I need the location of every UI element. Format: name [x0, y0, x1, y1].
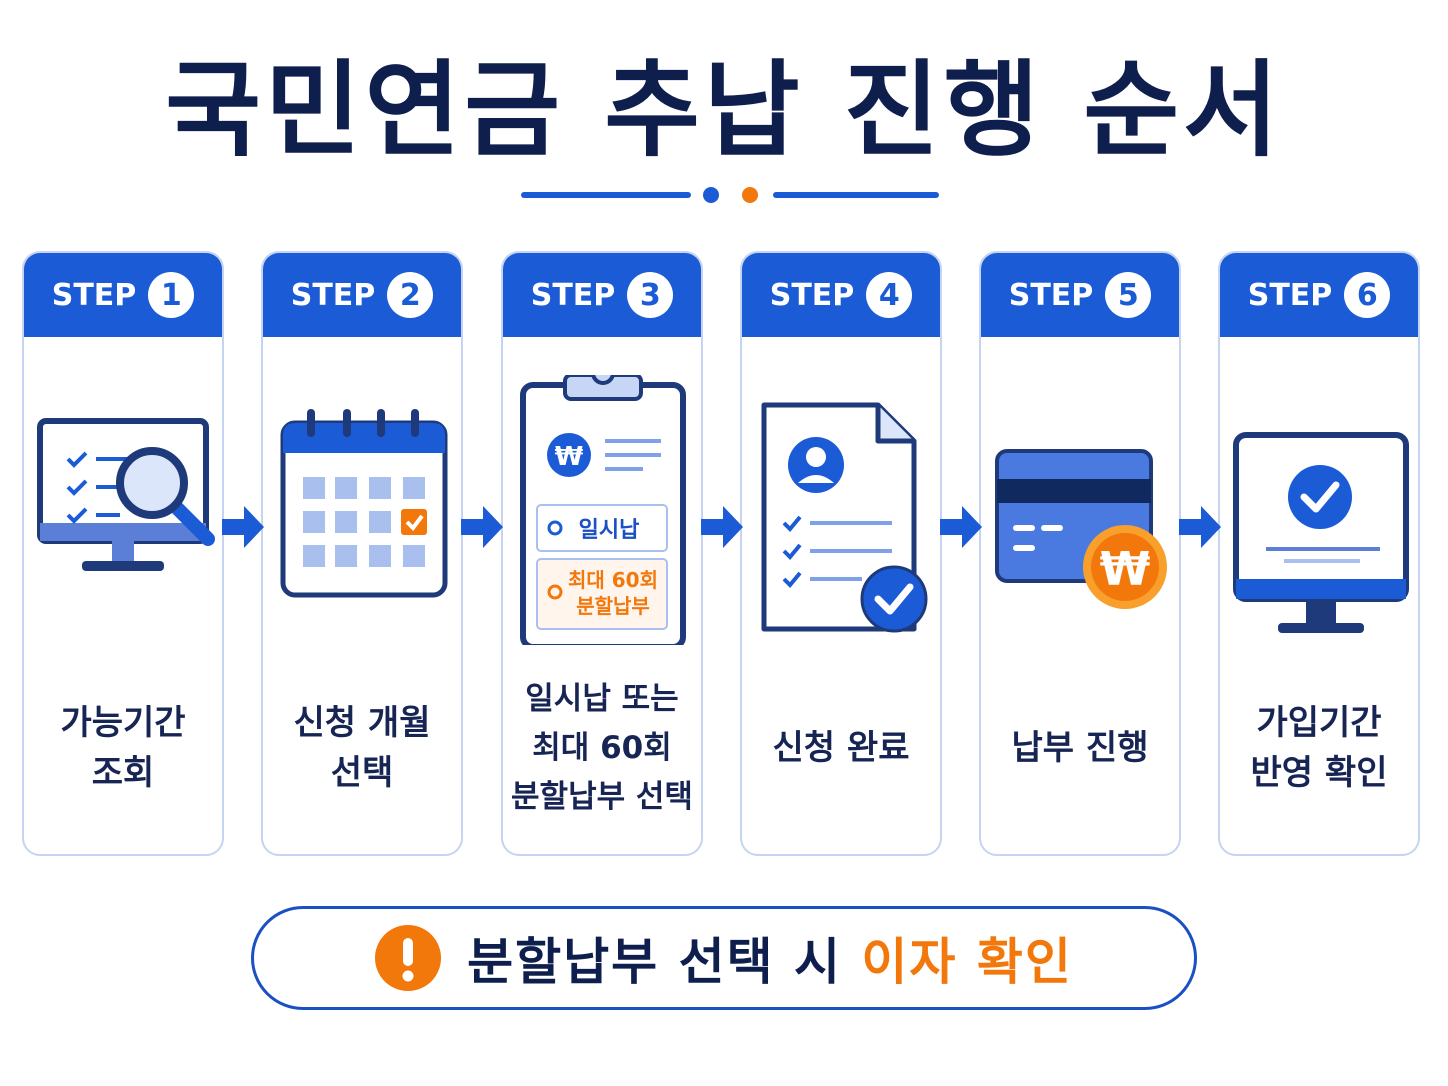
step-header: STEP 2: [263, 253, 461, 337]
step-number: 6: [1344, 272, 1391, 318]
step-number: 4: [866, 272, 913, 318]
step-header: STEP 4: [742, 253, 940, 337]
monitor-check-icon: [1233, 432, 1409, 633]
arrow-right-icon: [222, 506, 264, 548]
step-card-6: STEP 6 가입기간 반영 확인: [1218, 251, 1420, 856]
step-word: STEP: [51, 277, 137, 313]
step-header: STEP 3: [503, 253, 701, 337]
step-word: STEP: [1247, 277, 1333, 313]
monitor-search-icon: [37, 418, 215, 571]
step-number: 3: [627, 272, 674, 318]
notice-text-main: 분할납부 선택 시: [467, 933, 862, 991]
arrow-right-icon: [940, 506, 982, 548]
calendar-check-icon: [280, 409, 448, 598]
step-word: STEP: [769, 277, 855, 313]
notice-text: 분할납부 선택 시 이자 확인: [467, 922, 1073, 994]
step-card-3: STEP 3 ₩ 일시납 최대 60회 분할납부 일시납 또는 최대 60회 분…: [501, 251, 703, 856]
step-label: 신청 개월 선택: [293, 703, 431, 793]
step-card-2: STEP 2 신청 개월 선택: [261, 251, 463, 856]
step-label: 가입기간 반영 확인: [1250, 703, 1388, 793]
step-word: STEP: [290, 277, 376, 313]
step-label: 가능기간 조회: [60, 703, 186, 793]
option-installment-line1: 최대 60회: [568, 568, 658, 592]
clipboard-options-icon: ₩ 일시납 최대 60회 분할납부: [520, 375, 686, 645]
step-header: STEP 5: [981, 253, 1179, 337]
step-card-5: STEP 5 ₩ 납부 진행: [979, 251, 1181, 856]
step-header: STEP 6: [1220, 253, 1418, 337]
document-approved-icon: [761, 402, 928, 633]
step-word: STEP: [1008, 277, 1094, 313]
step-label: 납부 진행: [1011, 728, 1149, 768]
step-number: 1: [148, 272, 195, 318]
arrow-right-icon: [461, 506, 503, 548]
step-number: 5: [1105, 272, 1152, 318]
won-symbol: ₩: [555, 442, 584, 472]
step-number: 2: [387, 272, 434, 318]
card-payment-icon: ₩: [995, 449, 1167, 609]
step-label: 신청 완료: [772, 728, 910, 768]
step-header: STEP 1: [24, 253, 222, 337]
step-word: STEP: [530, 277, 616, 313]
title-divider: [521, 187, 939, 203]
won-symbol: ₩: [1100, 542, 1151, 596]
option-lump-sum: 일시납: [579, 518, 640, 543]
step-card-1: STEP 1 가능기간 조회: [22, 251, 224, 856]
option-installment-line2: 분할납부: [576, 594, 650, 618]
arrow-right-icon: [1179, 506, 1221, 548]
exclamation-icon: [375, 925, 442, 991]
page-title: 국민연금 추납 진행 순서: [165, 49, 1283, 171]
notice-text-highlight: 이자 확인: [861, 933, 1073, 991]
arrow-right-icon: [701, 506, 743, 548]
notice-banner: 분할납부 선택 시 이자 확인: [251, 906, 1197, 1010]
step-card-4: STEP 4 신청 완료: [740, 251, 942, 856]
step-label: 일시납 또는 최대 60회 분할납부 선택: [511, 680, 693, 815]
